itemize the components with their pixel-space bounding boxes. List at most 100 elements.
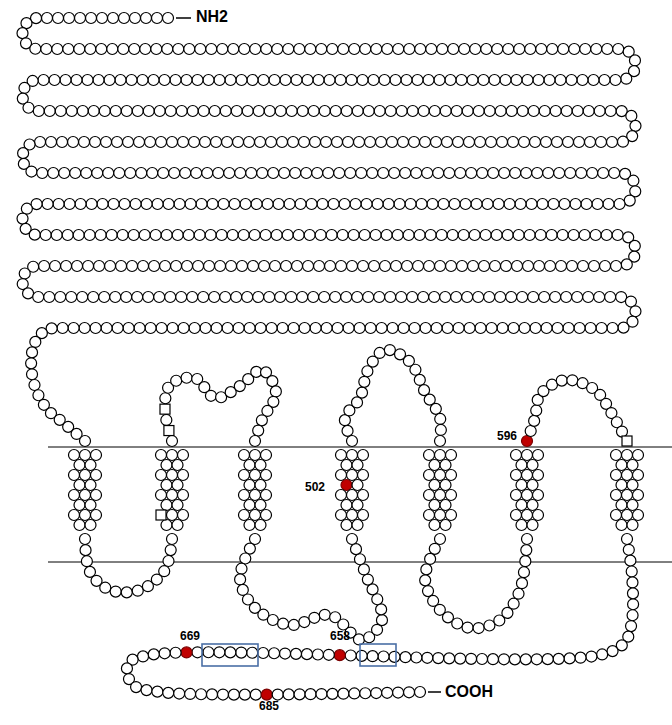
residue-circle: [110, 291, 121, 302]
residue-circle: [79, 137, 90, 148]
residue-circle: [80, 510, 91, 521]
residue-circle: [599, 75, 610, 86]
residue-square: [622, 436, 632, 446]
residue-circle: [137, 75, 148, 86]
residue-circle: [405, 199, 416, 210]
residue-circle: [156, 137, 167, 148]
residue-circle: [389, 651, 400, 662]
residue-circle: [504, 199, 515, 210]
residue-circle: [347, 470, 358, 481]
residue-circle: [63, 43, 74, 54]
residue-circle: [554, 168, 565, 179]
residue-circle: [310, 137, 321, 148]
residue-circle: [612, 230, 623, 241]
residue-circle: [132, 585, 143, 596]
residue-circle: [338, 44, 349, 55]
residue-circle: [451, 106, 462, 117]
residue-circle: [513, 588, 524, 599]
residue-circle: [46, 137, 57, 148]
residue-circle: [288, 322, 299, 333]
residue-circle: [247, 75, 258, 86]
residue-circle: [425, 230, 436, 241]
residue-circle: [299, 137, 310, 148]
residue-circle: [233, 322, 244, 333]
residue-circle: [356, 387, 367, 398]
residue-circle: [80, 490, 91, 501]
residue-circle: [141, 685, 152, 696]
residue-circle: [239, 490, 250, 501]
residue-circle: [527, 460, 538, 471]
residue-circle: [73, 230, 84, 241]
residue-circle: [431, 137, 442, 148]
residue-circle: [362, 574, 373, 585]
residue-circle: [341, 106, 352, 117]
residue-circle: [616, 500, 627, 511]
residue-circle: [489, 75, 500, 86]
residue-circle: [347, 436, 358, 447]
residue-circle: [396, 292, 407, 303]
residue-circle: [542, 654, 553, 665]
residue-circle: [440, 500, 451, 511]
terminus-dash: [176, 17, 191, 19]
residue-circle: [449, 199, 460, 210]
residue-circle: [371, 44, 382, 55]
residue-circle: [23, 102, 34, 113]
residue-circle: [511, 470, 522, 481]
residue-circle: [351, 544, 362, 555]
residue-circle: [250, 43, 261, 54]
residue-circle: [68, 137, 79, 148]
residue-circle: [220, 106, 231, 117]
residue-circle: [348, 230, 359, 241]
residue-circle: [455, 653, 466, 664]
residue-circle: [167, 436, 178, 447]
residue-circle: [503, 44, 514, 55]
residue-circle: [74, 500, 85, 511]
marked-residue: [522, 436, 533, 447]
residue-circle: [116, 261, 127, 272]
residue-circle: [319, 609, 330, 620]
residue-circle: [393, 44, 404, 55]
residue-circle: [617, 136, 628, 147]
residue-circle: [211, 137, 222, 148]
residue-circle: [583, 106, 594, 117]
residue-circle: [261, 450, 272, 461]
residue-circle: [239, 450, 250, 461]
residue-circle: [447, 230, 458, 241]
residue-circle: [244, 460, 255, 471]
residue-circle: [84, 230, 95, 241]
residue-circle: [585, 137, 596, 148]
residue-circle: [553, 653, 564, 664]
residue-circle: [21, 18, 32, 29]
residue-circle: [396, 106, 407, 117]
residue-circle: [589, 260, 600, 271]
residue-circle: [585, 322, 596, 333]
residue-circle: [26, 166, 37, 177]
residue-circle: [466, 168, 477, 179]
residue-circle: [19, 82, 30, 93]
residue-circle: [407, 292, 418, 303]
residue-circle: [341, 500, 352, 511]
residue-circle: [567, 375, 578, 386]
residue-circle: [367, 168, 378, 179]
residue-circle: [523, 260, 534, 271]
residue-circle: [85, 520, 96, 531]
residue-circle: [350, 199, 361, 210]
residue-circle: [178, 490, 189, 501]
residue-circle: [529, 415, 540, 426]
motif-box: [360, 644, 396, 666]
residue-circle: [558, 44, 569, 55]
residue-circle: [533, 470, 544, 481]
residue-circle: [338, 688, 349, 699]
residue-circle: [66, 291, 77, 302]
residue-circle: [27, 369, 38, 380]
residue-circle: [336, 490, 347, 501]
residue-circle: [578, 260, 589, 271]
residue-circle: [347, 534, 358, 545]
residue-circle: [77, 291, 88, 302]
residue-circle: [80, 436, 91, 447]
residue-circle: [127, 261, 138, 272]
residue-circle: [614, 199, 625, 210]
residue-circle: [93, 75, 104, 86]
residue-circle: [508, 137, 519, 148]
residue-circle: [410, 364, 421, 375]
